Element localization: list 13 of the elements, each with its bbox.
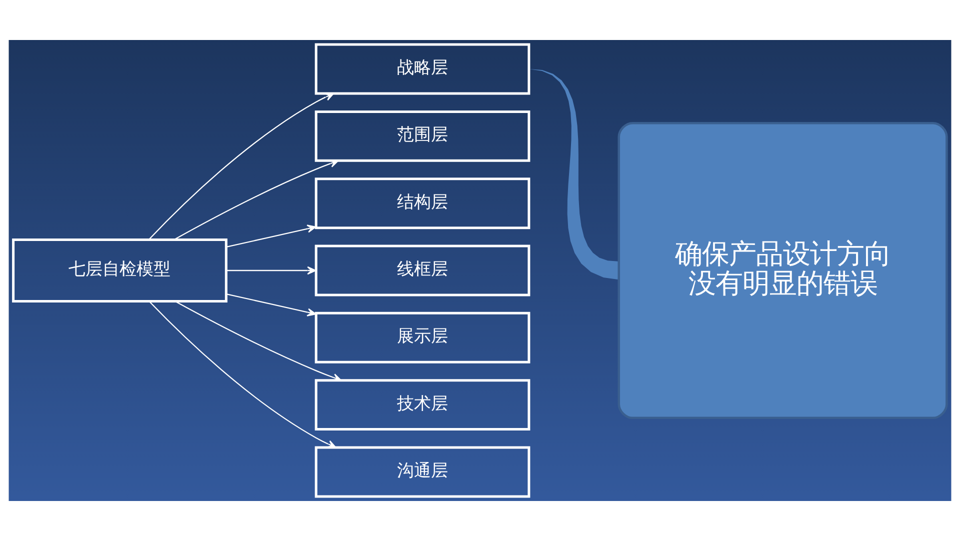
- node-box: 结构层: [314, 177, 530, 229]
- node-box: 沟通层: [314, 446, 530, 498]
- node-box: 线框层: [314, 244, 530, 296]
- arrow: [226, 266, 316, 274]
- node-box: 七层自检模型: [12, 238, 228, 302]
- arrow: [226, 224, 316, 247]
- arrow: [226, 293, 316, 316]
- node-box: 展示层: [314, 311, 530, 363]
- node-box: 范围层: [314, 110, 530, 162]
- node-box: 确保产品设计方向没有明显的错误: [618, 121, 948, 419]
- node-box: 战略层: [314, 42, 530, 94]
- connector: [528, 68, 620, 280]
- node-box: 技术层: [314, 378, 530, 430]
